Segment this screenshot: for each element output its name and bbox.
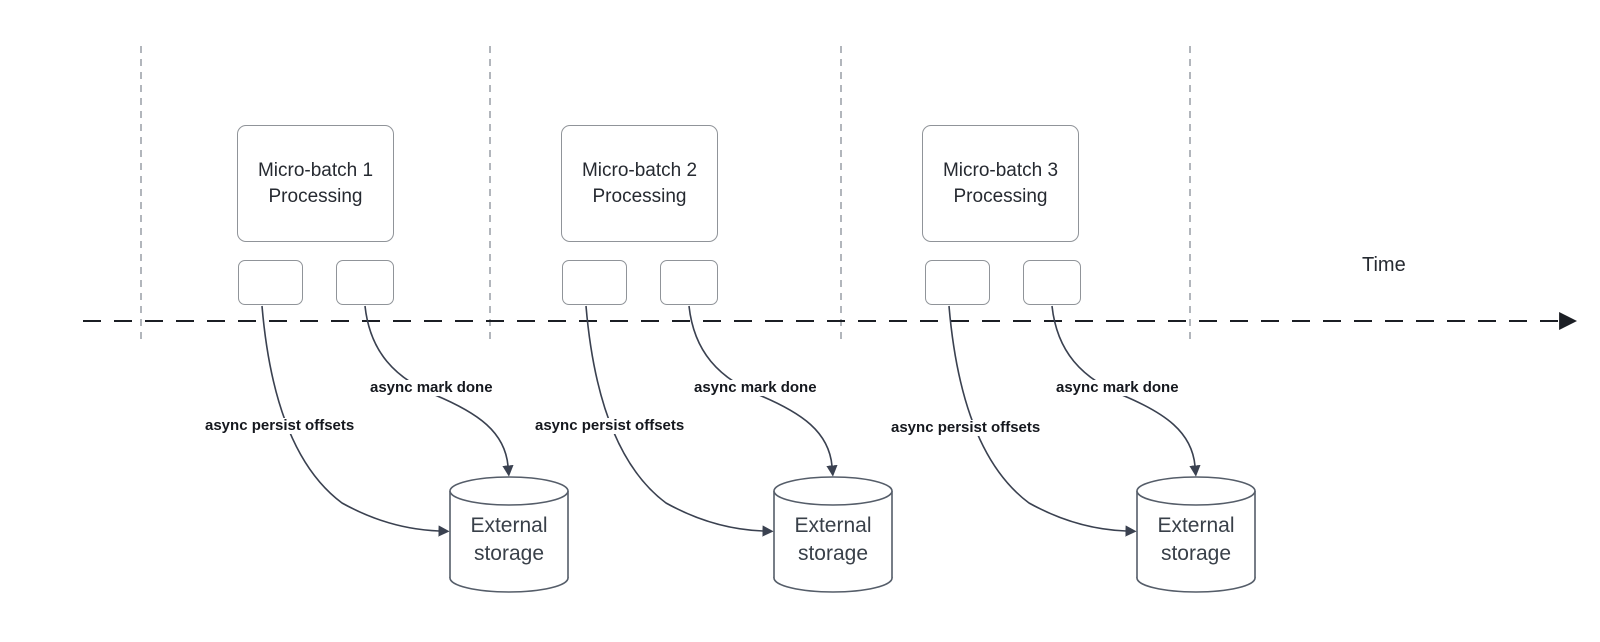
external-storage-label-1: External storage xyxy=(450,512,568,568)
processing-box-line2: Processing xyxy=(592,185,687,207)
offset-task-box-2a xyxy=(562,260,627,305)
cylinder-top xyxy=(449,476,569,506)
external-storage-label-2: External storage xyxy=(774,512,892,568)
offset-task-box-3b xyxy=(1023,260,1081,305)
mark-done-label-2: async mark done xyxy=(692,379,819,396)
mark-done-label-3: async mark done xyxy=(1054,379,1181,396)
storage-line1: External xyxy=(1157,514,1235,537)
offset-task-box-1a xyxy=(238,260,303,305)
storage-line1: External xyxy=(794,514,872,537)
processing-box-line2: Processing xyxy=(953,185,1048,207)
offset-task-box-3a xyxy=(925,260,990,305)
processing-box-line1: Micro-batch 1 xyxy=(257,159,374,181)
processing-box-line1: Micro-batch 3 xyxy=(942,159,1059,181)
processing-box-1: Micro-batch 1 Processing xyxy=(237,125,394,242)
storage-line2: storage xyxy=(797,542,869,565)
external-storage-cylinder-3 xyxy=(1136,476,1256,593)
persist-offsets-arrow-3 xyxy=(948,305,1137,537)
persist-offsets-label-2: async persist offsets xyxy=(533,417,687,434)
persist-offsets-arrow-2 xyxy=(585,305,774,537)
persist-offsets-label-1: async persist offsets xyxy=(203,417,357,434)
cylinder-top xyxy=(1136,476,1256,506)
offset-task-box-2b xyxy=(660,260,718,305)
processing-box-line1: Micro-batch 2 xyxy=(581,159,698,181)
external-storage-cylinder-1 xyxy=(449,476,569,593)
persist-offsets-label-3: async persist offsets xyxy=(889,419,1043,436)
processing-box-3: Micro-batch 3 Processing xyxy=(922,125,1079,242)
external-storage-label-3: External storage xyxy=(1137,512,1255,568)
mark-done-label-1: async mark done xyxy=(368,379,495,396)
persist-offsets-arrow-1 xyxy=(261,305,450,537)
offset-task-box-1b xyxy=(336,260,394,305)
storage-line2: storage xyxy=(1160,542,1232,565)
processing-box-2: Micro-batch 2 Processing xyxy=(561,125,718,242)
cylinder-top xyxy=(773,476,893,506)
external-storage-cylinder-2 xyxy=(773,476,893,593)
storage-line2: storage xyxy=(473,542,545,565)
time-axis-label: Time xyxy=(1362,254,1406,276)
storage-line1: External xyxy=(470,514,548,537)
processing-box-line2: Processing xyxy=(268,185,363,207)
batch-boundary-guides xyxy=(140,46,1191,339)
